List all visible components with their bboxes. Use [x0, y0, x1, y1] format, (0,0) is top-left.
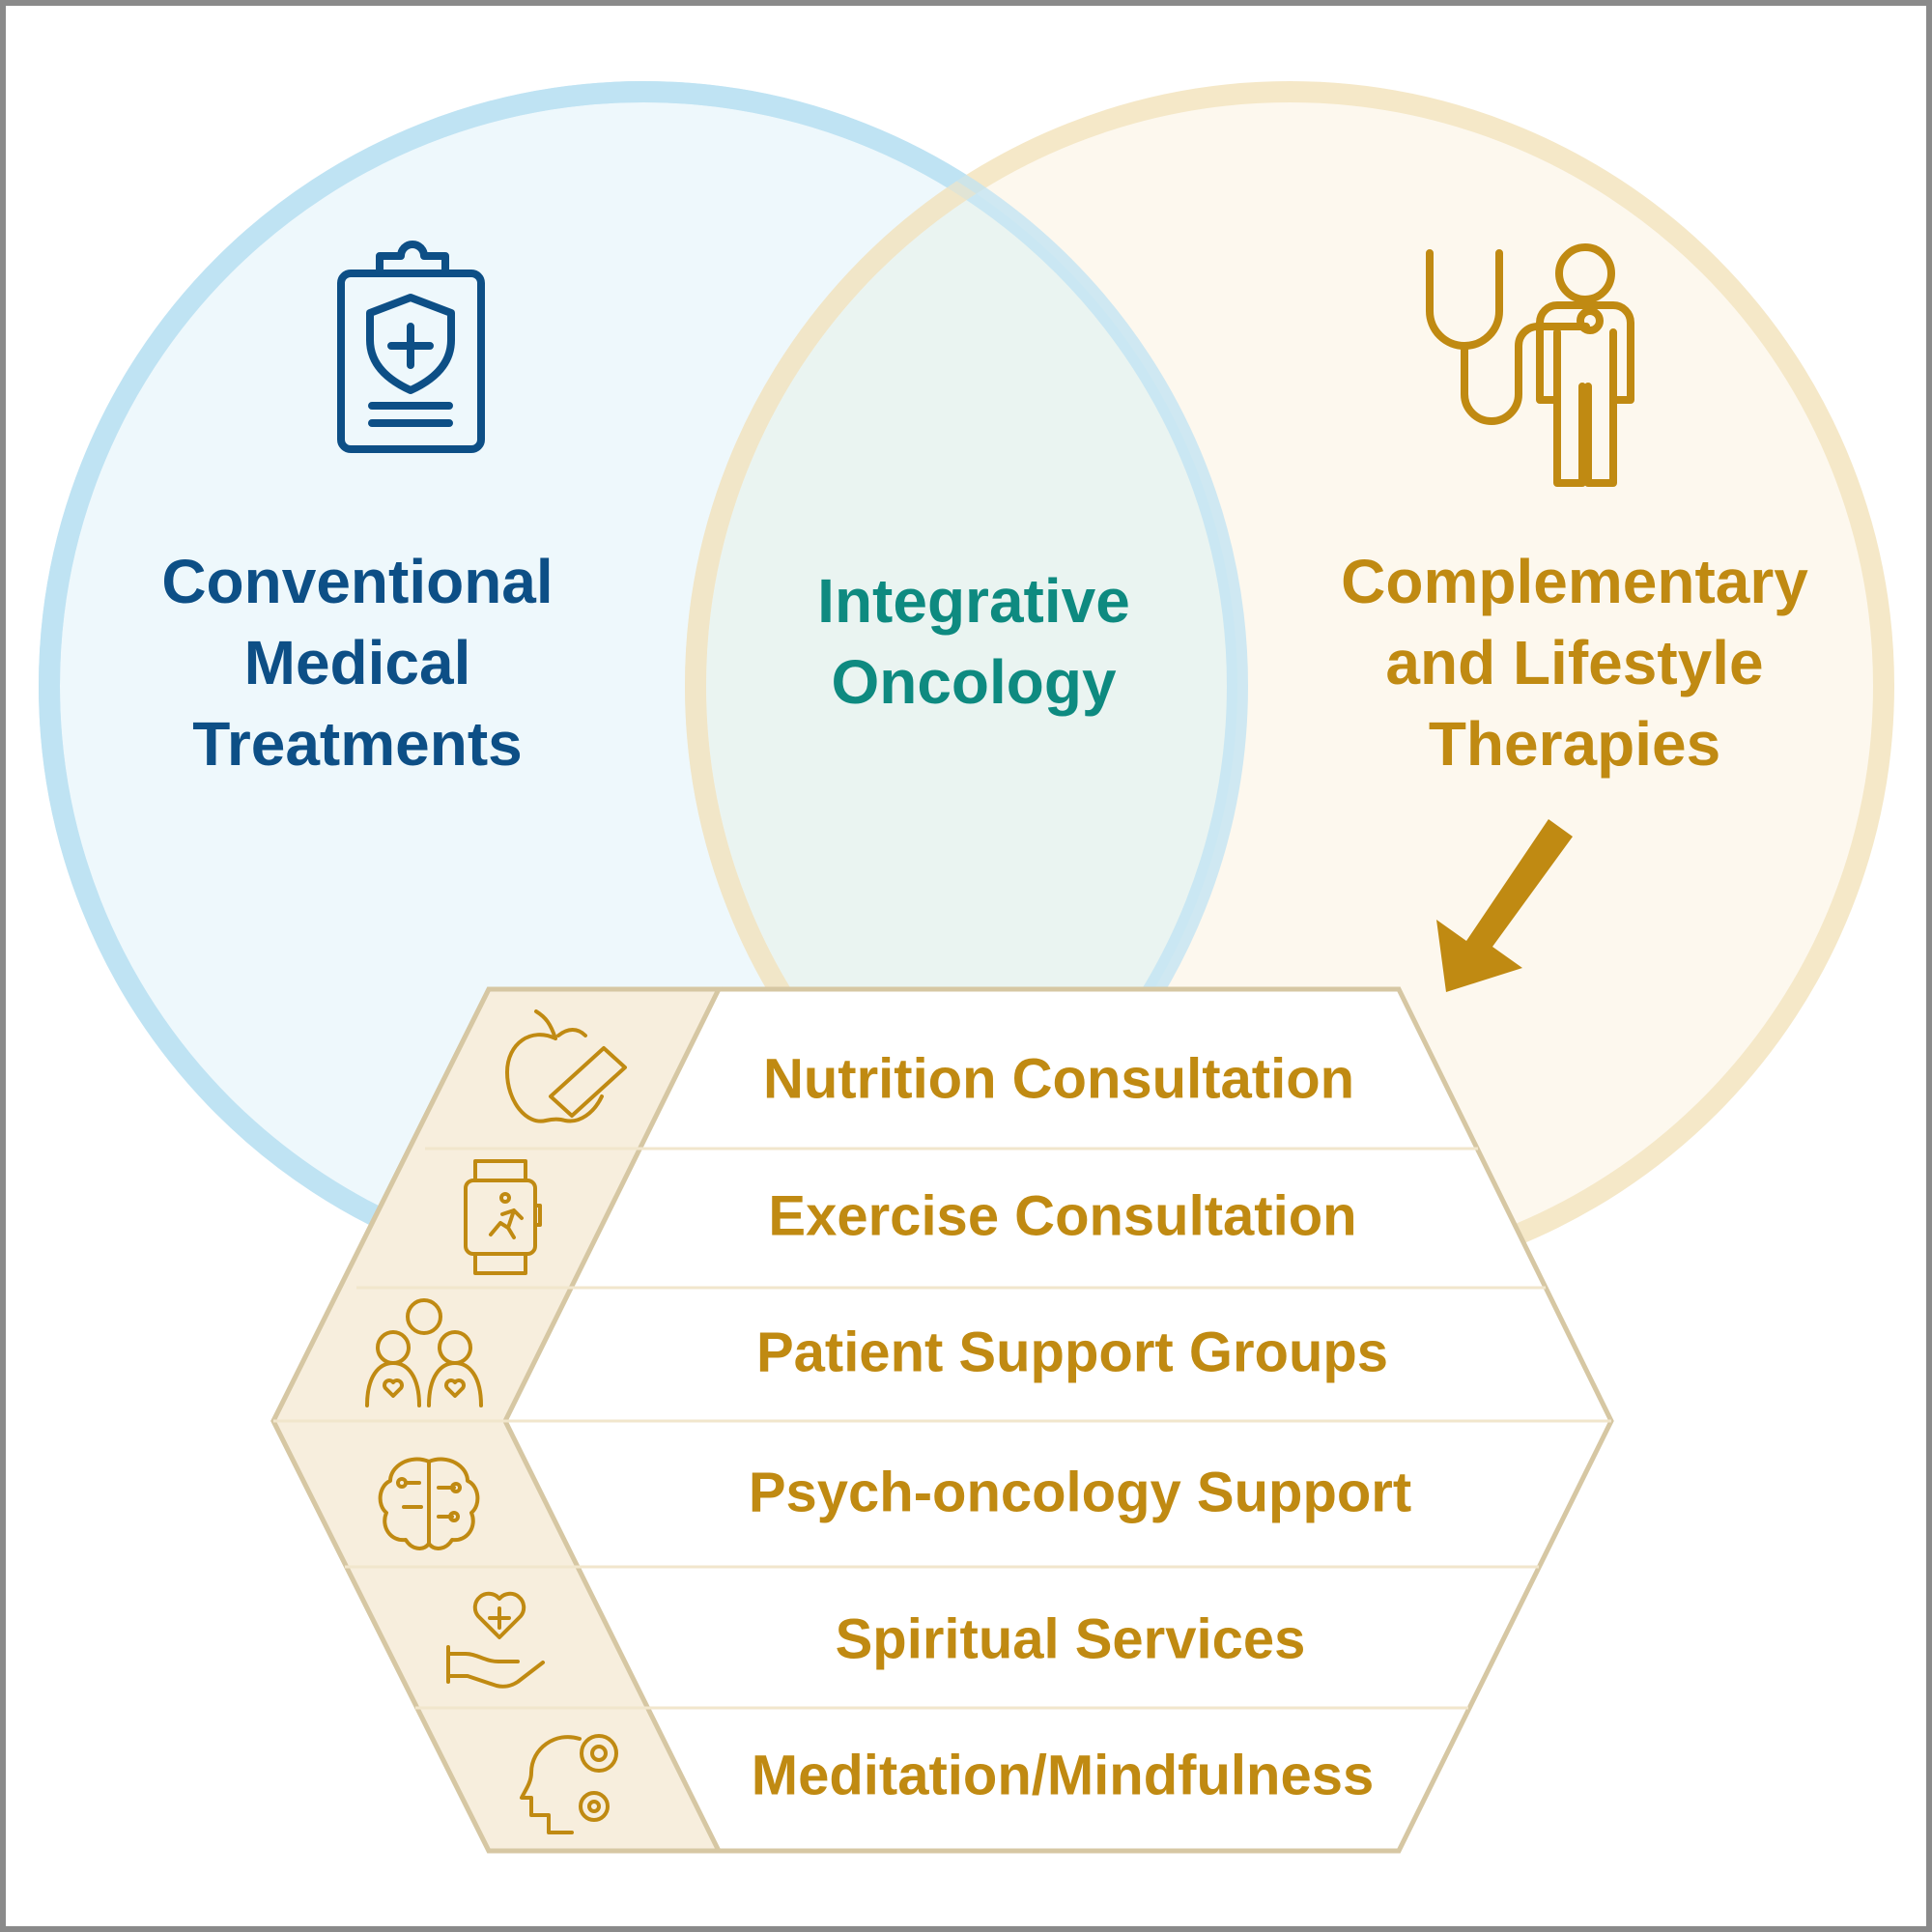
service-nutrition: Nutrition Consultation — [762, 1047, 1355, 1111]
complementary-title: Complementary and Lifestyle Therapies — [1341, 541, 1808, 784]
smartwatch-runner-icon — [464, 1159, 542, 1275]
arrow-icon — [1436, 819, 1573, 992]
services-hexagon — [270, 986, 1614, 1854]
head-gears-icon — [520, 1734, 618, 1834]
title-line: Medical — [243, 628, 471, 697]
doctor-stethoscope-icon — [1426, 243, 1634, 487]
clipboard-shield-icon — [337, 241, 485, 453]
service-spiritual: Spiritual Services — [835, 1607, 1306, 1671]
service-exercise: Exercise Consultation — [768, 1184, 1357, 1248]
title-line: Conventional — [161, 547, 554, 616]
integrative-title: Integrative Oncology — [817, 560, 1130, 723]
service-psych-oncology: Psych-oncology Support — [748, 1461, 1412, 1524]
service-meditation: Meditation/Mindfulness — [751, 1744, 1375, 1807]
brain-circuit-icon — [378, 1457, 480, 1550]
title-line: Complementary — [1341, 547, 1808, 616]
title-line: Integrative — [817, 566, 1130, 636]
hand-heart-icon — [446, 1591, 545, 1689]
title-line: Therapies — [1428, 709, 1721, 779]
title-line: Treatments — [192, 709, 523, 779]
service-support-groups: Patient Support Groups — [755, 1321, 1389, 1384]
overlap-region — [706, 102, 1237, 1269]
group-hearts-icon — [365, 1298, 483, 1407]
apple-measuring-tape-icon — [505, 1009, 627, 1123]
conventional-title: Conventional Medical Treatments — [161, 541, 553, 784]
title-line: and Lifestyle — [1385, 628, 1764, 697]
title-line: Oncology — [831, 647, 1117, 717]
